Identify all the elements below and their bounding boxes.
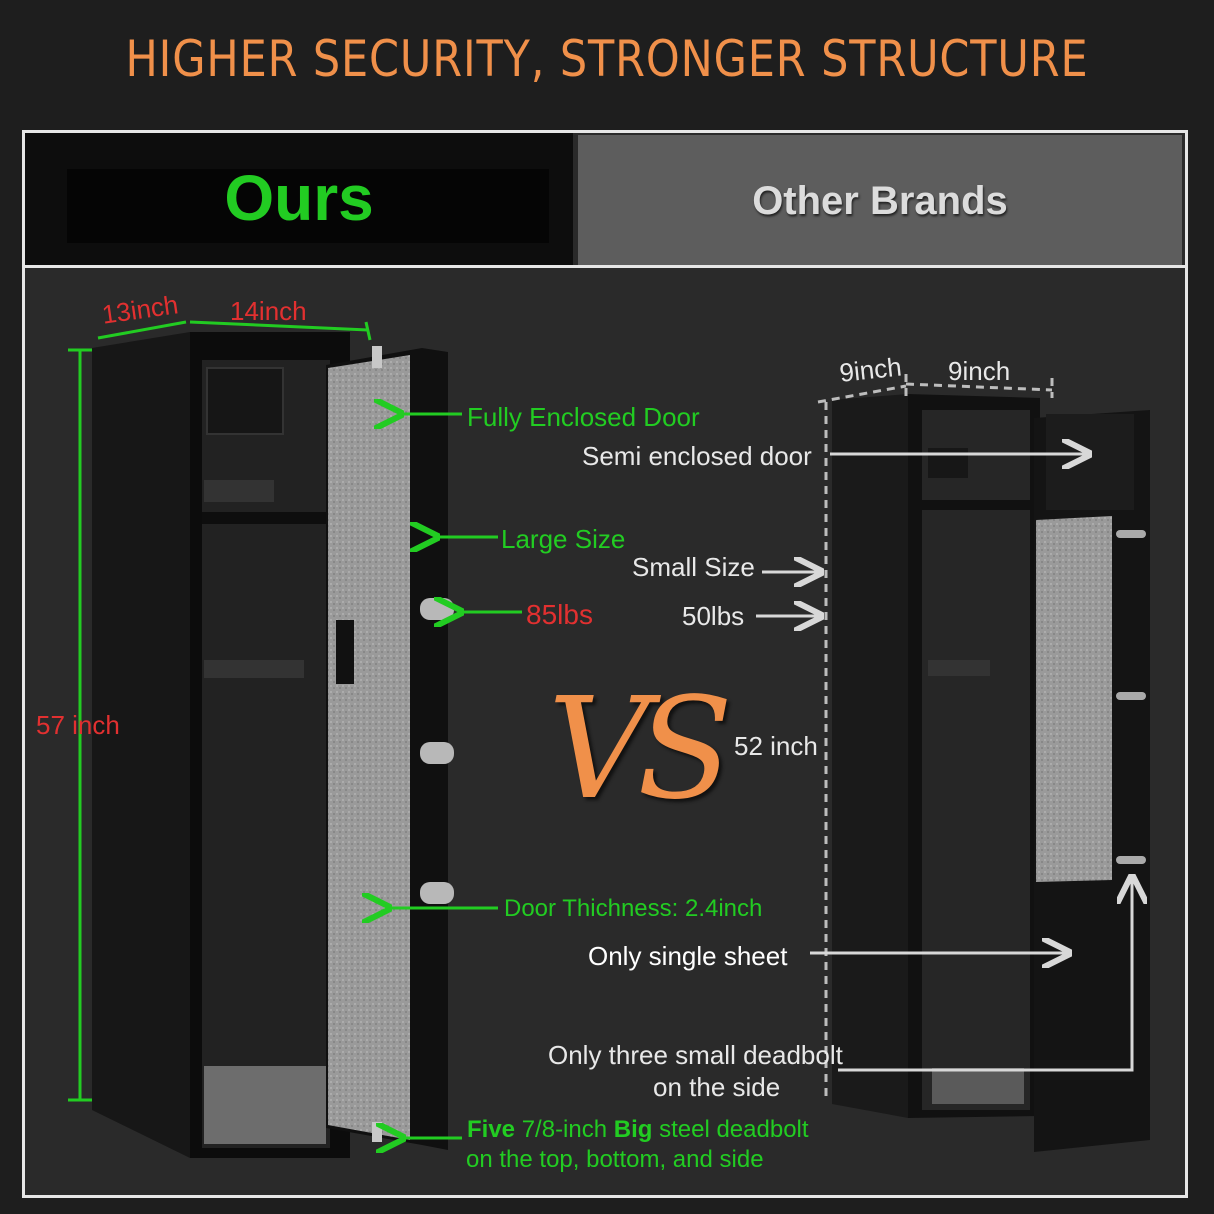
tab-ours-label: Ours [224,162,374,234]
other-deadbolt-line1: Only three small deadbolt [548,1040,843,1070]
other-door-label: Semi enclosed door [582,441,812,471]
our-size-label: Large Size [501,524,626,554]
tab-other-brands: Other Brands [578,135,1182,265]
other-sheet-label: Only single sheet [588,941,788,971]
our-thickness-label: Door Thichness: 2.4inch [504,895,763,922]
other-size-label: Small Size [632,552,755,582]
other-safe [832,394,1150,1152]
our-safe [92,332,454,1158]
our-door-label: Fully Enclosed Door [467,402,700,432]
other-callout-arrows [756,454,1132,1072]
our-height-label: 57 inch [36,710,120,740]
tab-other-label: Other Brands [752,179,1008,223]
headline: HIGHER SECURITY, STRONGER STRUCTURE [125,30,1089,88]
our-deadbolt-line2: on the top, bottom, and side [466,1146,764,1173]
our-deadbolt-line1: Five 7/8-inch Big steel deadbolt [467,1116,809,1143]
tab-ours: Ours [25,133,573,265]
panel-divider [25,265,1185,268]
vs-mark: VS [548,668,733,831]
other-width-label: 9inch [948,356,1011,386]
other-dimension-lines [817,374,1054,1102]
other-depth-label: 9inch [838,351,903,388]
our-dimension-lines [68,320,372,1102]
our-callout-arrows [386,414,522,1138]
our-width-label: 14inch [230,296,307,326]
other-deadbolt-line2: on the side [653,1072,781,1102]
other-weight-label: 50lbs [682,601,745,631]
our-weight-label: 85lbs [526,599,593,630]
other-height-label: 52 inch [734,731,818,761]
